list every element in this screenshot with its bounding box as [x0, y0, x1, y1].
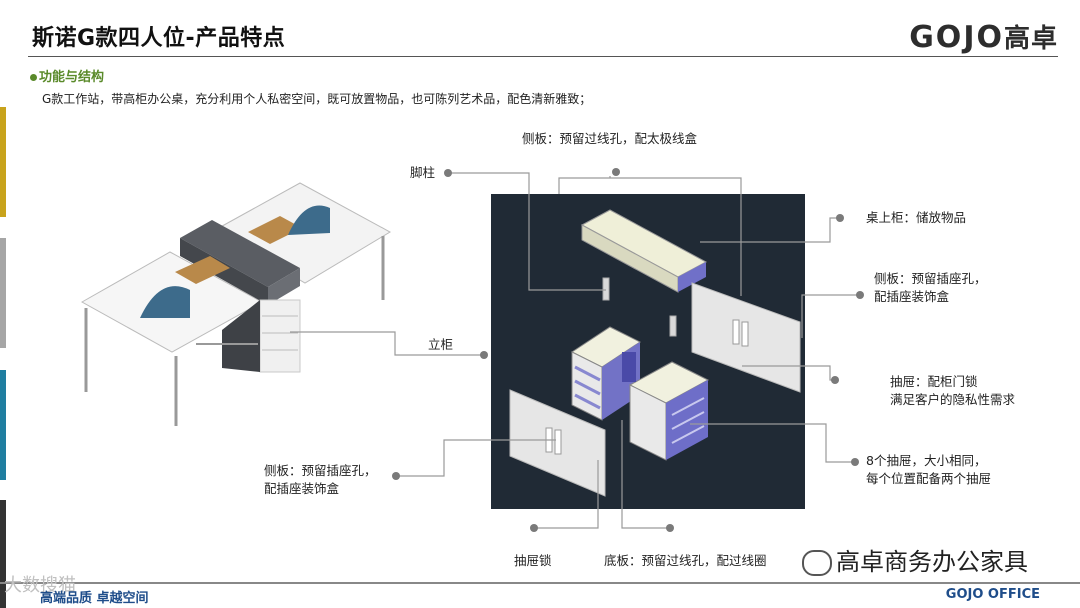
brand-logo: GOJO高卓	[909, 18, 1058, 55]
wechat-icon	[802, 550, 832, 576]
callout-dot-side-panel-right	[856, 291, 864, 299]
edge-tab-dark	[0, 500, 6, 608]
callout-dot-pedestal	[480, 351, 488, 359]
title-divider	[28, 56, 1058, 57]
callout-side-panel-left-line1: 侧板：预留插座孔，	[264, 463, 377, 478]
callout-drawers-line2: 每个位置配备两个抽屉	[866, 471, 992, 486]
exploded-parts	[509, 209, 801, 497]
logo-latin: GOJO	[909, 20, 1004, 55]
leader-lines	[290, 172, 860, 529]
callout-drawer-lock-bottom: 抽屉锁	[514, 553, 552, 568]
callout-dot-top-cabinet	[836, 214, 844, 222]
callout-dot-drawers	[851, 458, 859, 466]
callout-side-panel-right-line1: 侧板：预留插座孔，	[874, 271, 987, 286]
callout-dot-side-panel-left	[392, 472, 400, 480]
edge-tab-teal	[0, 370, 6, 480]
edge-tab-grey	[0, 238, 6, 348]
callout-side-panel-left-line2: 配插座装饰盒	[264, 481, 340, 496]
edge-tab-gold	[0, 107, 6, 217]
desk-render	[80, 182, 392, 426]
footer-slogan: 高端品质 卓越空间	[40, 591, 149, 606]
callout-drawer-lock-line2: 满足客户的隐私性需求	[890, 392, 1016, 407]
callout-base-plate: 底板：预留过线孔，配过线圈	[604, 553, 767, 568]
edge-stripes	[0, 100, 6, 608]
callout-side-panel-top: 侧板：预留过线孔，配太极线盒	[522, 131, 698, 146]
callout-drawers: 8个抽屉，大小相同， 每个位置配备两个抽屉	[866, 452, 991, 488]
section-description: G款工作站，带高柜办公桌，充分利用个人私密空间，既可放置物品，也可陈列艺术品，配…	[42, 92, 592, 106]
callout-dot-drawer-lock	[831, 376, 839, 384]
callout-top-cabinet: 桌上柜：储放物品	[866, 210, 967, 225]
section-heading: 功能与结构	[30, 66, 104, 85]
bullet-icon	[30, 74, 37, 81]
footer-brand: GOJO OFFICE	[945, 587, 1040, 602]
footer-divider	[0, 582, 1080, 584]
watermark: 大数搜猫	[4, 575, 76, 596]
wechat-account-name: 高卓商务办公家具	[836, 548, 1028, 576]
callout-side-panel-right: 侧板：预留插座孔， 配插座装饰盒	[874, 270, 987, 306]
page-title: 斯诺G款四人位-产品特点	[32, 26, 286, 51]
callout-side-panel-right-line2: 配插座装饰盒	[874, 289, 950, 304]
callout-dot-side-panel-top	[612, 168, 620, 176]
callout-drawers-line1: 8个抽屉，大小相同，	[866, 453, 987, 468]
callout-dot-base-plate	[666, 524, 674, 532]
callout-dot-leg	[444, 169, 452, 177]
section-heading-text: 功能与结构	[39, 70, 105, 85]
wechat-account: 高卓商务办公家具	[802, 542, 1028, 577]
callout-dot-drawer-lock-bottom	[530, 524, 538, 532]
callout-side-panel-left: 侧板：预留插座孔， 配插座装饰盒	[264, 462, 377, 498]
callout-leg: 脚柱	[410, 165, 436, 180]
callout-drawer-lock: 抽屉：配柜门锁 满足客户的隐私性需求	[890, 373, 1015, 409]
callout-pedestal: 立柜	[428, 337, 454, 352]
logo-cn: 高卓	[1003, 24, 1058, 54]
callout-drawer-lock-line1: 抽屉：配柜门锁	[890, 374, 978, 389]
